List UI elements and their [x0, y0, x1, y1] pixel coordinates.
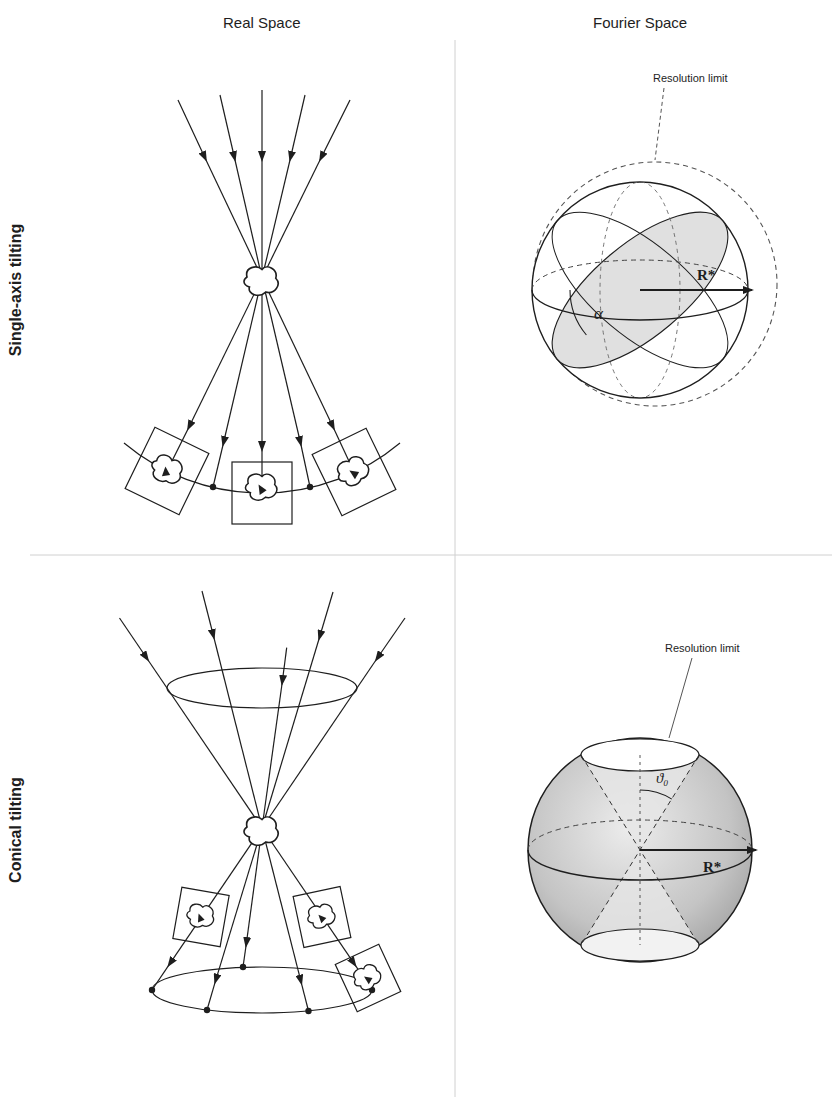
leader-line — [669, 658, 692, 738]
projection-dot — [307, 484, 313, 490]
beam-ray — [376, 618, 405, 660]
beam-ray — [262, 278, 301, 445]
beam-ray — [169, 828, 263, 966]
equator-back — [532, 260, 748, 290]
beam-ray — [152, 966, 169, 990]
beam-ray — [262, 639, 319, 828]
beam-ray — [215, 828, 262, 983]
projection-frame — [312, 428, 396, 515]
beam-ray — [282, 648, 287, 684]
beam-ray — [262, 660, 376, 828]
beam-ray — [320, 100, 350, 160]
beam-ray — [261, 90, 262, 160]
radius-symbol: R* — [697, 267, 715, 284]
beam-ray — [261, 278, 262, 450]
radius-arrow — [640, 849, 756, 851]
beam-ray — [220, 95, 235, 160]
projection-frame — [173, 887, 229, 947]
beam-ray — [188, 278, 262, 429]
grid-divider — [30, 555, 832, 556]
projection-dot — [240, 964, 246, 970]
beam-ray — [262, 160, 320, 278]
angle-arc — [640, 790, 672, 799]
beam-ray — [206, 160, 262, 278]
beam-ray — [290, 95, 305, 160]
projection-frame — [293, 887, 351, 948]
specimen — [244, 817, 278, 845]
radius-arrow — [640, 289, 752, 291]
beam-ray — [235, 160, 262, 278]
angle-arc — [570, 290, 586, 335]
beam-ray — [261, 160, 262, 278]
column-heading: Real Space — [223, 14, 301, 31]
grid-divider — [455, 40, 456, 1097]
projection-dot — [305, 1008, 311, 1014]
beam-ray — [213, 445, 223, 487]
callout-label: Resolution limit — [653, 72, 728, 84]
beam-ray — [302, 984, 309, 1011]
beam-ray — [207, 983, 215, 1010]
beam-ray — [148, 660, 262, 828]
beam-ray — [301, 445, 310, 487]
equator-front — [528, 850, 752, 880]
beam-ray — [262, 828, 356, 966]
angle-symbol: α — [594, 304, 603, 324]
beam-ray — [319, 592, 333, 639]
cone-ellipse — [167, 668, 357, 708]
specimen — [244, 267, 278, 295]
beam-ray — [262, 278, 334, 429]
beam-ray — [214, 638, 262, 828]
radius-symbol: R* — [703, 859, 721, 876]
tilted-plane — [528, 185, 753, 394]
angle-symbol: ϑ₀ — [656, 770, 669, 787]
projection-frame — [232, 462, 292, 524]
column-heading: Fourier Space — [593, 14, 687, 31]
beam-ray — [178, 100, 206, 160]
beam-ray — [202, 591, 214, 638]
projection-dot — [204, 1007, 210, 1013]
beam-ray — [262, 684, 282, 828]
equator-front — [532, 290, 748, 320]
leader-line — [655, 88, 664, 160]
fourier-sphere — [528, 658, 756, 962]
projection-frame — [335, 944, 400, 1011]
tilted-plane — [528, 185, 753, 394]
beam-ray — [262, 160, 290, 278]
projection-dot — [149, 987, 155, 993]
row-heading: Single-axis tilting — [7, 224, 25, 356]
fourier-sphere — [528, 88, 777, 406]
beam-ray — [223, 278, 262, 445]
beam-ray — [120, 618, 149, 660]
projection-frame — [125, 427, 209, 514]
row-heading: Conical tilting — [7, 777, 25, 883]
callout-label: Resolution limit — [665, 642, 740, 654]
conical-rays — [120, 591, 406, 1013]
projection-dot — [210, 484, 216, 490]
equator-back — [528, 820, 752, 850]
